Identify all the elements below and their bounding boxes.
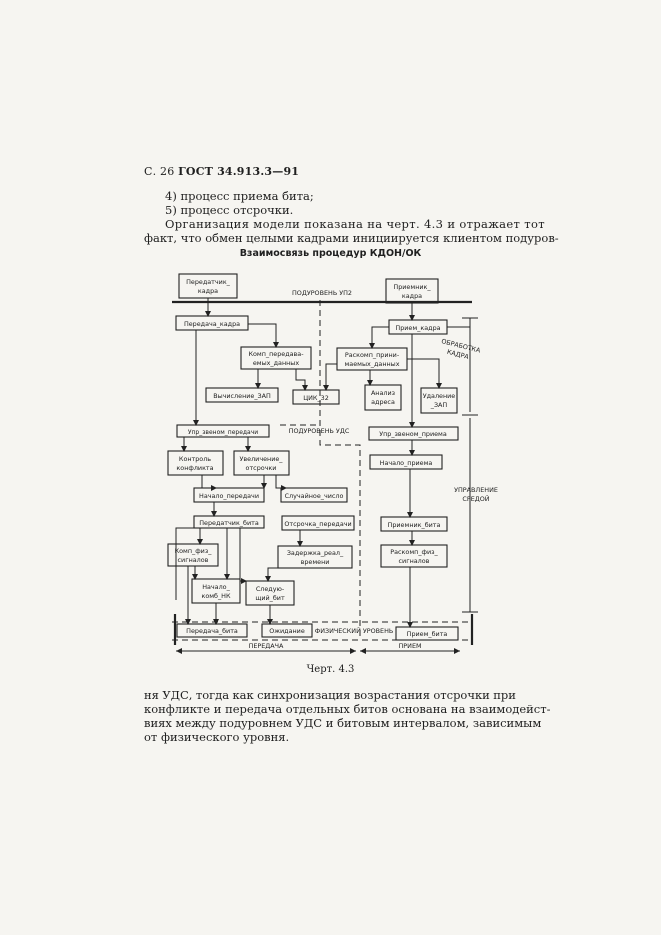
list-item-4: 4) процесс приема бита; <box>165 189 314 203</box>
svg-text:комб_НК: комб_НК <box>201 592 231 600</box>
svg-text:емых_данных: емых_данных <box>253 359 300 367</box>
bit-tx-box <box>193 515 265 529</box>
decompose-label: Раскомп_прини- <box>345 351 399 359</box>
link-rx-label: Упр_звеном_приема <box>379 430 447 438</box>
collision-box <box>167 450 224 476</box>
sublayer-mac-label: ПОДУРОВЕНЬ УДС <box>289 427 350 435</box>
physical-layer-label: ФИЗИЧЕСКИЙ УРОВЕНЬ <box>315 626 394 635</box>
link-tx-label: Упр_звеном_передачи <box>188 429 258 436</box>
svg-text:СРЕДОЙ: СРЕДОЙ <box>462 494 489 503</box>
text-bottom-line-1: ня УДС, тогда как синхронизация возраста… <box>144 688 516 702</box>
decomp-phys-label: Раскомп_физ_ <box>390 548 438 556</box>
page-number: С. 26 <box>144 165 175 178</box>
random-label: Случайное_число <box>285 492 344 500</box>
deference-box <box>281 515 355 531</box>
text-bottom-line-4: от физического уровня. <box>144 730 290 744</box>
svg-text:_ЗАП: _ЗАП <box>430 401 448 409</box>
svg-text:кадра: кадра <box>402 292 422 300</box>
addr-check-box <box>364 384 402 411</box>
svg-text:конфликта: конфликта <box>176 464 213 472</box>
calc-fcs-label: Вычисление_ЗАП <box>213 392 271 400</box>
delay-label: Задержка_реал_ <box>287 549 344 557</box>
page-header: С. 26 ГОСТ 34.913.3—91 <box>144 165 299 178</box>
deference-label: Отсрочка_передачи <box>284 520 351 528</box>
svg-text:сигналов: сигналов <box>399 557 430 565</box>
svg-text:отсрочки: отсрочки <box>246 464 277 472</box>
bit-rx-box <box>380 516 448 532</box>
svg-text:сигналов: сигналов <box>178 556 209 564</box>
svg-text:времени: времени <box>301 558 330 566</box>
bit-send-box <box>176 623 248 638</box>
text-line-4: факт, что обмен целыми кадрами инициируе… <box>144 231 559 245</box>
media-mgmt-label: УПРАВЛЕНИЕ <box>454 486 498 494</box>
svg-text:щий_бит: щий_бит <box>255 594 285 602</box>
compose-label: Комп_передава- <box>248 350 303 358</box>
rx-start-label: Начало_приема <box>380 459 433 467</box>
tx-start-label: Начало_передачи <box>199 492 259 500</box>
bit-recv-box <box>395 626 459 641</box>
addr-check-label: Анализ <box>371 389 396 397</box>
bit-send-label: Передача_бита <box>186 627 238 635</box>
tx-rx-divider <box>319 300 361 640</box>
crc-label: ЦИК_32 <box>303 394 329 402</box>
figure-title: Взаимосвязь процедур КДОН/ОК <box>239 248 422 259</box>
comp-phys-box <box>167 543 219 567</box>
bit-rx-label: Приемник_бита <box>388 521 441 529</box>
calc-fcs-box <box>205 387 279 403</box>
rx-start-box <box>369 454 443 470</box>
tx-start-box <box>193 487 265 503</box>
list-item-5: 5) процесс отсрочки. <box>165 203 294 217</box>
start-nk-label: Начало_ <box>202 583 230 591</box>
backoff-label: Увеличение_ <box>240 455 284 463</box>
bit-recv-label: Прием_бита <box>407 630 448 638</box>
text-bottom-line-2: конфликте и передача отдельных битов осн… <box>144 702 551 716</box>
link-tx-box <box>176 424 270 438</box>
frame-transmit-box <box>175 315 249 331</box>
receive-label: ПРИЕМ <box>399 642 422 650</box>
tx-frame-label: Передатчик_ <box>186 278 231 286</box>
wait-label: Ожидание <box>269 627 305 635</box>
svg-text:адреса: адреса <box>371 398 395 406</box>
bit-tx-label: Передатчик_бита <box>199 519 259 527</box>
next-bit-label: Следую- <box>256 585 284 593</box>
figure-caption: Черт. 4.3 <box>306 664 355 675</box>
comp-phys-label: Комп_физ_ <box>175 547 213 555</box>
rx-frame-label: Приемник_ <box>393 283 431 291</box>
collision-label: Контроль <box>179 455 211 463</box>
frame-transmit-label: Передача_кадра <box>184 320 240 328</box>
transmit-label: ПЕРЕДАЧА <box>249 642 284 650</box>
remove-fcs-label: Удаление <box>423 392 456 400</box>
delay-box <box>277 545 353 569</box>
crc-box <box>292 389 340 405</box>
svg-text:маемых_данных: маемых_данных <box>344 360 399 368</box>
wait-box <box>261 623 313 638</box>
text-line-3: Организация модели показана на черт. 4.3… <box>165 217 545 231</box>
backoff-box <box>233 450 290 476</box>
random-box <box>280 487 348 503</box>
text-bottom-line-3: виях между подуровнем УДС и битовым инте… <box>144 716 542 730</box>
sublayer-upper-label: ПОДУРОВЕНЬ УП2 <box>292 289 352 297</box>
svg-text:кадра: кадра <box>198 287 218 295</box>
frame-receive-label: Прием_кадра <box>395 324 440 332</box>
standard-code: ГОСТ 34.913.3—91 <box>178 165 300 178</box>
